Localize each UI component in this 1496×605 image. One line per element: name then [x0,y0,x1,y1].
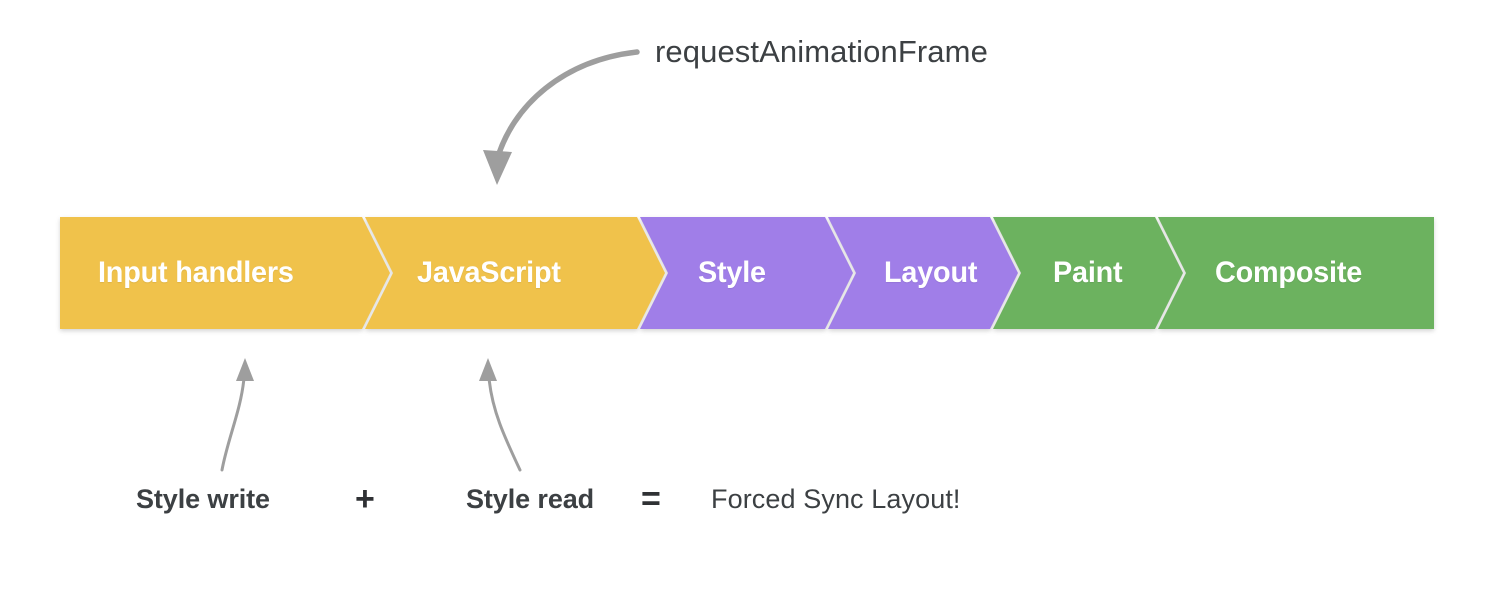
pipeline-segment-input-handlers[interactable]: Input handlers [60,217,390,329]
pipeline-segment-style[interactable]: Style [640,217,853,329]
equation-term-style-read: Style read [466,484,595,514]
pipeline-segment-label: Style [698,256,766,289]
equation-term-style-write: Style write [136,484,270,514]
pipeline-segment-composite[interactable]: Composite [1158,217,1434,329]
pipeline-segment-label: JavaScript [417,256,561,289]
pipeline-segment-label: Layout [884,256,978,289]
request-animation-frame-label: requestAnimationFrame [655,34,988,69]
raf-arrow [483,49,640,185]
equation-plus-symbol: + [355,480,375,518]
pipeline-segment-javascript[interactable]: JavaScript [365,217,665,329]
pipeline-segment-paint[interactable]: Paint [993,217,1183,329]
pipeline-segment-layout[interactable]: Layout [828,217,1018,329]
style-read-arrow [479,358,522,472]
rendering-pipeline: Input handlers JavaScript Style Layout P… [60,217,1434,329]
equation-result-forced-sync-layout: Forced Sync Layout! [711,484,961,514]
pipeline-segment-label: Composite [1215,256,1363,289]
pipeline-segment-label: Input handlers [98,256,294,289]
equation-equals-symbol: = [641,480,661,518]
pipeline-segment-label: Paint [1053,256,1123,289]
style-write-arrow [220,358,254,472]
